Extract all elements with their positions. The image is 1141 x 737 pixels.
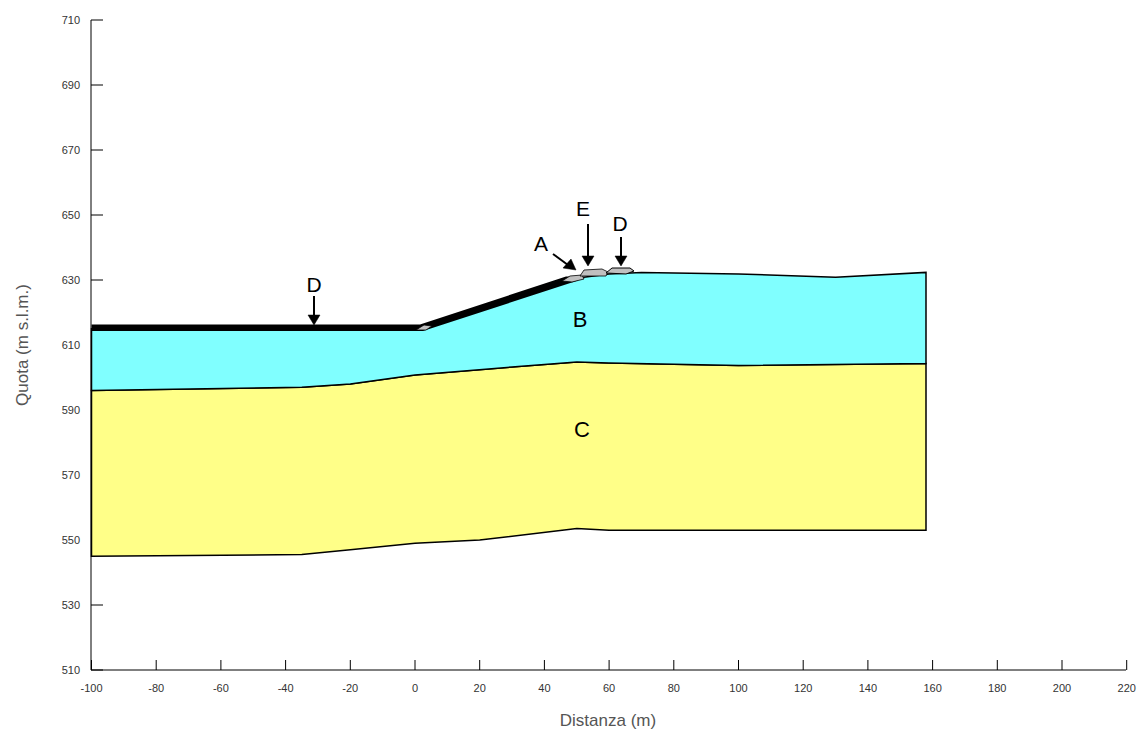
x-tick-label: 140 (859, 683, 877, 694)
layer-letter: C (574, 419, 590, 441)
tick-mark (932, 660, 933, 670)
tick-mark (91, 215, 103, 216)
y-tick-label: 650 (62, 210, 80, 221)
x-tick-label: -60 (213, 683, 229, 694)
x-axis (91, 670, 1126, 671)
y-tick-label: 710 (62, 15, 80, 26)
callout-letter: A (534, 233, 548, 254)
x-tick-label: 0 (412, 683, 418, 694)
tick-mark (673, 660, 674, 670)
x-tick-label: -100 (80, 683, 102, 694)
tick-mark (415, 660, 416, 670)
tick-mark (1062, 660, 1063, 670)
y-tick-label: 610 (62, 340, 80, 351)
y-tick-label: 550 (62, 535, 80, 546)
tick-mark (479, 660, 480, 670)
layer-letter: B (573, 309, 588, 331)
tick-mark (91, 20, 103, 21)
x-tick-label: 160 (923, 683, 941, 694)
layer-c (92, 362, 927, 556)
tick-mark (91, 605, 103, 606)
tick-mark (91, 85, 103, 86)
tick-mark (803, 660, 804, 670)
callout-letter: D (612, 213, 627, 234)
tick-mark (1126, 660, 1127, 670)
layer-label: C (570, 417, 594, 443)
x-tick-label: 120 (794, 683, 812, 694)
layer-label: B (569, 307, 592, 333)
tick-mark (350, 660, 351, 670)
x-tick-label: -40 (278, 683, 294, 694)
tick-mark (91, 150, 103, 151)
tick-mark (867, 660, 868, 670)
x-tick-label: -80 (148, 683, 164, 694)
layer-d (92, 277, 579, 332)
tick-mark (156, 660, 157, 670)
layer-b (92, 272, 927, 390)
x-tick-label: 60 (603, 683, 615, 694)
x-tick-label: 180 (988, 683, 1006, 694)
layer-e (580, 269, 608, 276)
axis-ticks (91, 20, 1127, 670)
y-tick-label: 590 (62, 405, 80, 416)
x-tick-label: 200 (1053, 683, 1071, 694)
x-tick-label: -20 (342, 683, 358, 694)
tick-mark (997, 660, 998, 670)
x-tick-label: 80 (668, 683, 680, 694)
lens-left (416, 325, 432, 330)
x-axis-title: Distanza (m) (560, 712, 656, 729)
tick-mark (609, 660, 610, 670)
x-tick-label: 20 (474, 683, 486, 694)
x-tick-label: 40 (538, 683, 550, 694)
y-tick-label: 690 (62, 80, 80, 91)
y-tick-label: 570 (62, 470, 80, 481)
callout-letter: D (306, 274, 321, 295)
x-tick-label: 220 (1118, 683, 1136, 694)
tick-mark (91, 280, 103, 281)
y-tick-label: 510 (62, 665, 80, 676)
y-tick-label: 670 (62, 145, 80, 156)
y-axis-title: Quota (m s.l.m.) (14, 284, 31, 406)
x-tick-label: 100 (729, 683, 747, 694)
layer-d-right (606, 268, 634, 274)
y-tick-label: 630 (62, 275, 80, 286)
y-tick-label: 530 (62, 600, 80, 611)
tick-mark (738, 660, 739, 670)
callout-letter: E (576, 198, 590, 219)
tick-mark (220, 660, 221, 670)
tick-mark (544, 660, 545, 670)
tick-mark (285, 660, 286, 670)
